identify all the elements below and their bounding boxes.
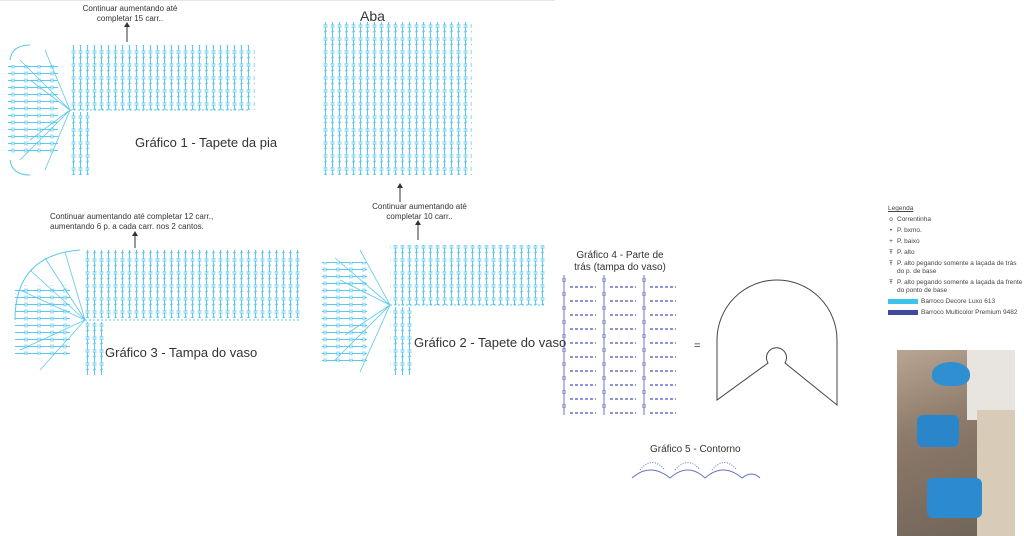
legend-label: P. baixo bbox=[897, 238, 920, 245]
legend-label: Correntinha bbox=[897, 216, 931, 223]
yarn-swatch-light bbox=[888, 299, 918, 304]
chart3-note-line2: aumentando 6 p. a cada carr. nos 2 canto… bbox=[50, 222, 204, 231]
slip-stitch-icon: • bbox=[889, 227, 893, 234]
legend: Legenda o Correntinha • P. bxmo. + P. baixo… bbox=[888, 205, 1023, 320]
chart5-title: Gráfico 5 - Contorno bbox=[650, 444, 741, 455]
legend-yarn: Barroco Multicolor Premium 9482 bbox=[888, 309, 1023, 317]
chart5-scallops bbox=[631, 462, 761, 479]
lid-cover bbox=[932, 362, 970, 386]
sink-rug bbox=[927, 478, 982, 518]
legend-label: Barroco Multicolor Premium 9482 bbox=[921, 309, 1018, 316]
back-loop-dc-icon: Ŧ bbox=[889, 260, 893, 267]
legend-item: + P. baixo bbox=[888, 238, 1023, 246]
legend-item: Ŧ P. alto bbox=[888, 249, 1023, 257]
toilet-lid-shape bbox=[716, 279, 838, 407]
legend-title: Legenda bbox=[888, 205, 914, 212]
chart3-title: Gráfico 3 - Tampa do vaso bbox=[105, 345, 258, 360]
chart1-grid bbox=[8, 22, 255, 176]
legend-label: P. alto pegando somente a laçada da fren… bbox=[897, 279, 1023, 294]
toilet bbox=[967, 350, 1015, 420]
legend-item: Ŧ P. alto pegando somente a laçada da fre… bbox=[888, 279, 1023, 295]
legend-item: Ŧ P. alto pegando somente a laçada de trá… bbox=[888, 260, 1023, 276]
aba-grid bbox=[322, 22, 472, 175]
chart2-title: Gráfico 2 - Tapete do vaso bbox=[414, 335, 567, 350]
legend-label: P. alto bbox=[897, 249, 915, 256]
cabinet bbox=[977, 410, 1015, 536]
yarn-swatch-dark bbox=[888, 310, 918, 315]
toilet-rug bbox=[917, 415, 959, 447]
legend-item: o Correntinha bbox=[888, 216, 1023, 224]
legend-item: • P. bxmo. bbox=[888, 227, 1023, 235]
legend-label: P. alto pegando somente a laçada de trás… bbox=[897, 260, 1017, 275]
legend-label: Barroco Decore Luxo 613 bbox=[921, 298, 996, 305]
chart1-title: Gráfico 1 - Tapete da pia bbox=[135, 135, 278, 150]
aba-title: Aba bbox=[360, 8, 385, 24]
chart3-note: Continuar aumentando até completar 12 ca… bbox=[50, 212, 225, 232]
front-loop-dc-icon: Ŧ bbox=[889, 279, 893, 286]
chain-icon: o bbox=[889, 216, 893, 223]
chart3-note-line1: Continuar aumentando até completar 12 ca… bbox=[50, 212, 214, 221]
top-divider bbox=[0, 0, 555, 1]
chart1-note: Continuar aumentando até completar 15 ca… bbox=[82, 4, 178, 23]
bathroom-set-photo bbox=[897, 350, 1015, 536]
chart4-grid bbox=[560, 275, 682, 415]
legend-label: P. bxmo. bbox=[897, 227, 922, 234]
chart4-title: Gráfico 4 - Parte de trás (tampa do vaso… bbox=[574, 250, 666, 273]
single-crochet-icon: + bbox=[889, 238, 893, 245]
chart2-note: Continuar aumentando até completar 10 ca… bbox=[372, 202, 467, 221]
equals-sign: = bbox=[694, 340, 701, 352]
legend-yarn: Barroco Decore Luxo 613 bbox=[888, 298, 1023, 306]
chart3-grid bbox=[14, 231, 300, 375]
chart2-grid bbox=[322, 220, 545, 375]
double-crochet-icon: Ŧ bbox=[889, 249, 893, 256]
